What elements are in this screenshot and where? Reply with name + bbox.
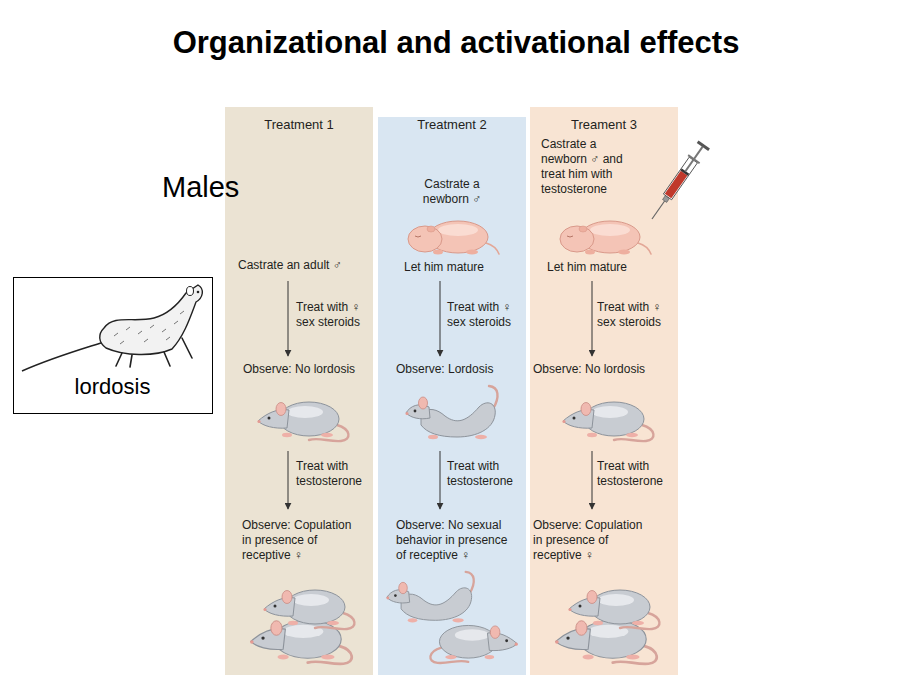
step-text: Let him mature <box>404 260 519 275</box>
step-text: Castrate a newborn ♂ and treat him with … <box>541 137 631 197</box>
treatment-text: Treat with ♀ sex steroids <box>447 300 525 330</box>
column-heading: Treament 3 <box>530 117 678 132</box>
step-text: Castrate an adult ♂ <box>238 258 373 273</box>
treatment-illustration <box>225 107 373 675</box>
inset-caption: lordosis <box>14 374 211 400</box>
treatment-text: Treat with testosterone <box>447 459 525 489</box>
lordosis-inset-box: lordosis <box>13 277 213 414</box>
treatment-text: Treat with ♀ sex steroids <box>296 300 374 330</box>
column-heading: Treatment 2 <box>378 117 526 132</box>
treatment-column: Treatment 2 Castrate a newborn ♂ Let him m… <box>378 117 526 675</box>
treatment-text: Treat with testosterone <box>597 459 675 489</box>
observation-text: Observe: No lordosis <box>243 362 373 377</box>
treatment-column: Treatment 1 Castrate an adult ♂ Treat with… <box>225 107 373 675</box>
observation-text: Observe: Copulation in presence of recep… <box>533 518 651 563</box>
observation-text: Observe: Lordosis <box>396 362 524 377</box>
step-text: Castrate a newborn ♂ <box>417 177 487 207</box>
column-heading: Treatment 1 <box>225 117 373 132</box>
treatment-text: Treat with ♀ sex steroids <box>597 300 675 330</box>
observation-text: Observe: Copulation in presence of recep… <box>242 518 360 563</box>
observation-text: Observe: No sexual behavior in presence … <box>396 518 516 563</box>
treatment-text: Treat with testosterone <box>296 459 374 489</box>
treatment-column: Treament 3 Castrate a newborn ♂ and treat… <box>530 107 678 675</box>
slide-title: Organizational and activational effects <box>0 24 912 62</box>
observation-text: Observe: No lordosis <box>533 362 668 377</box>
group-label: Males <box>162 170 239 205</box>
step-text: Let him mature <box>547 260 662 275</box>
